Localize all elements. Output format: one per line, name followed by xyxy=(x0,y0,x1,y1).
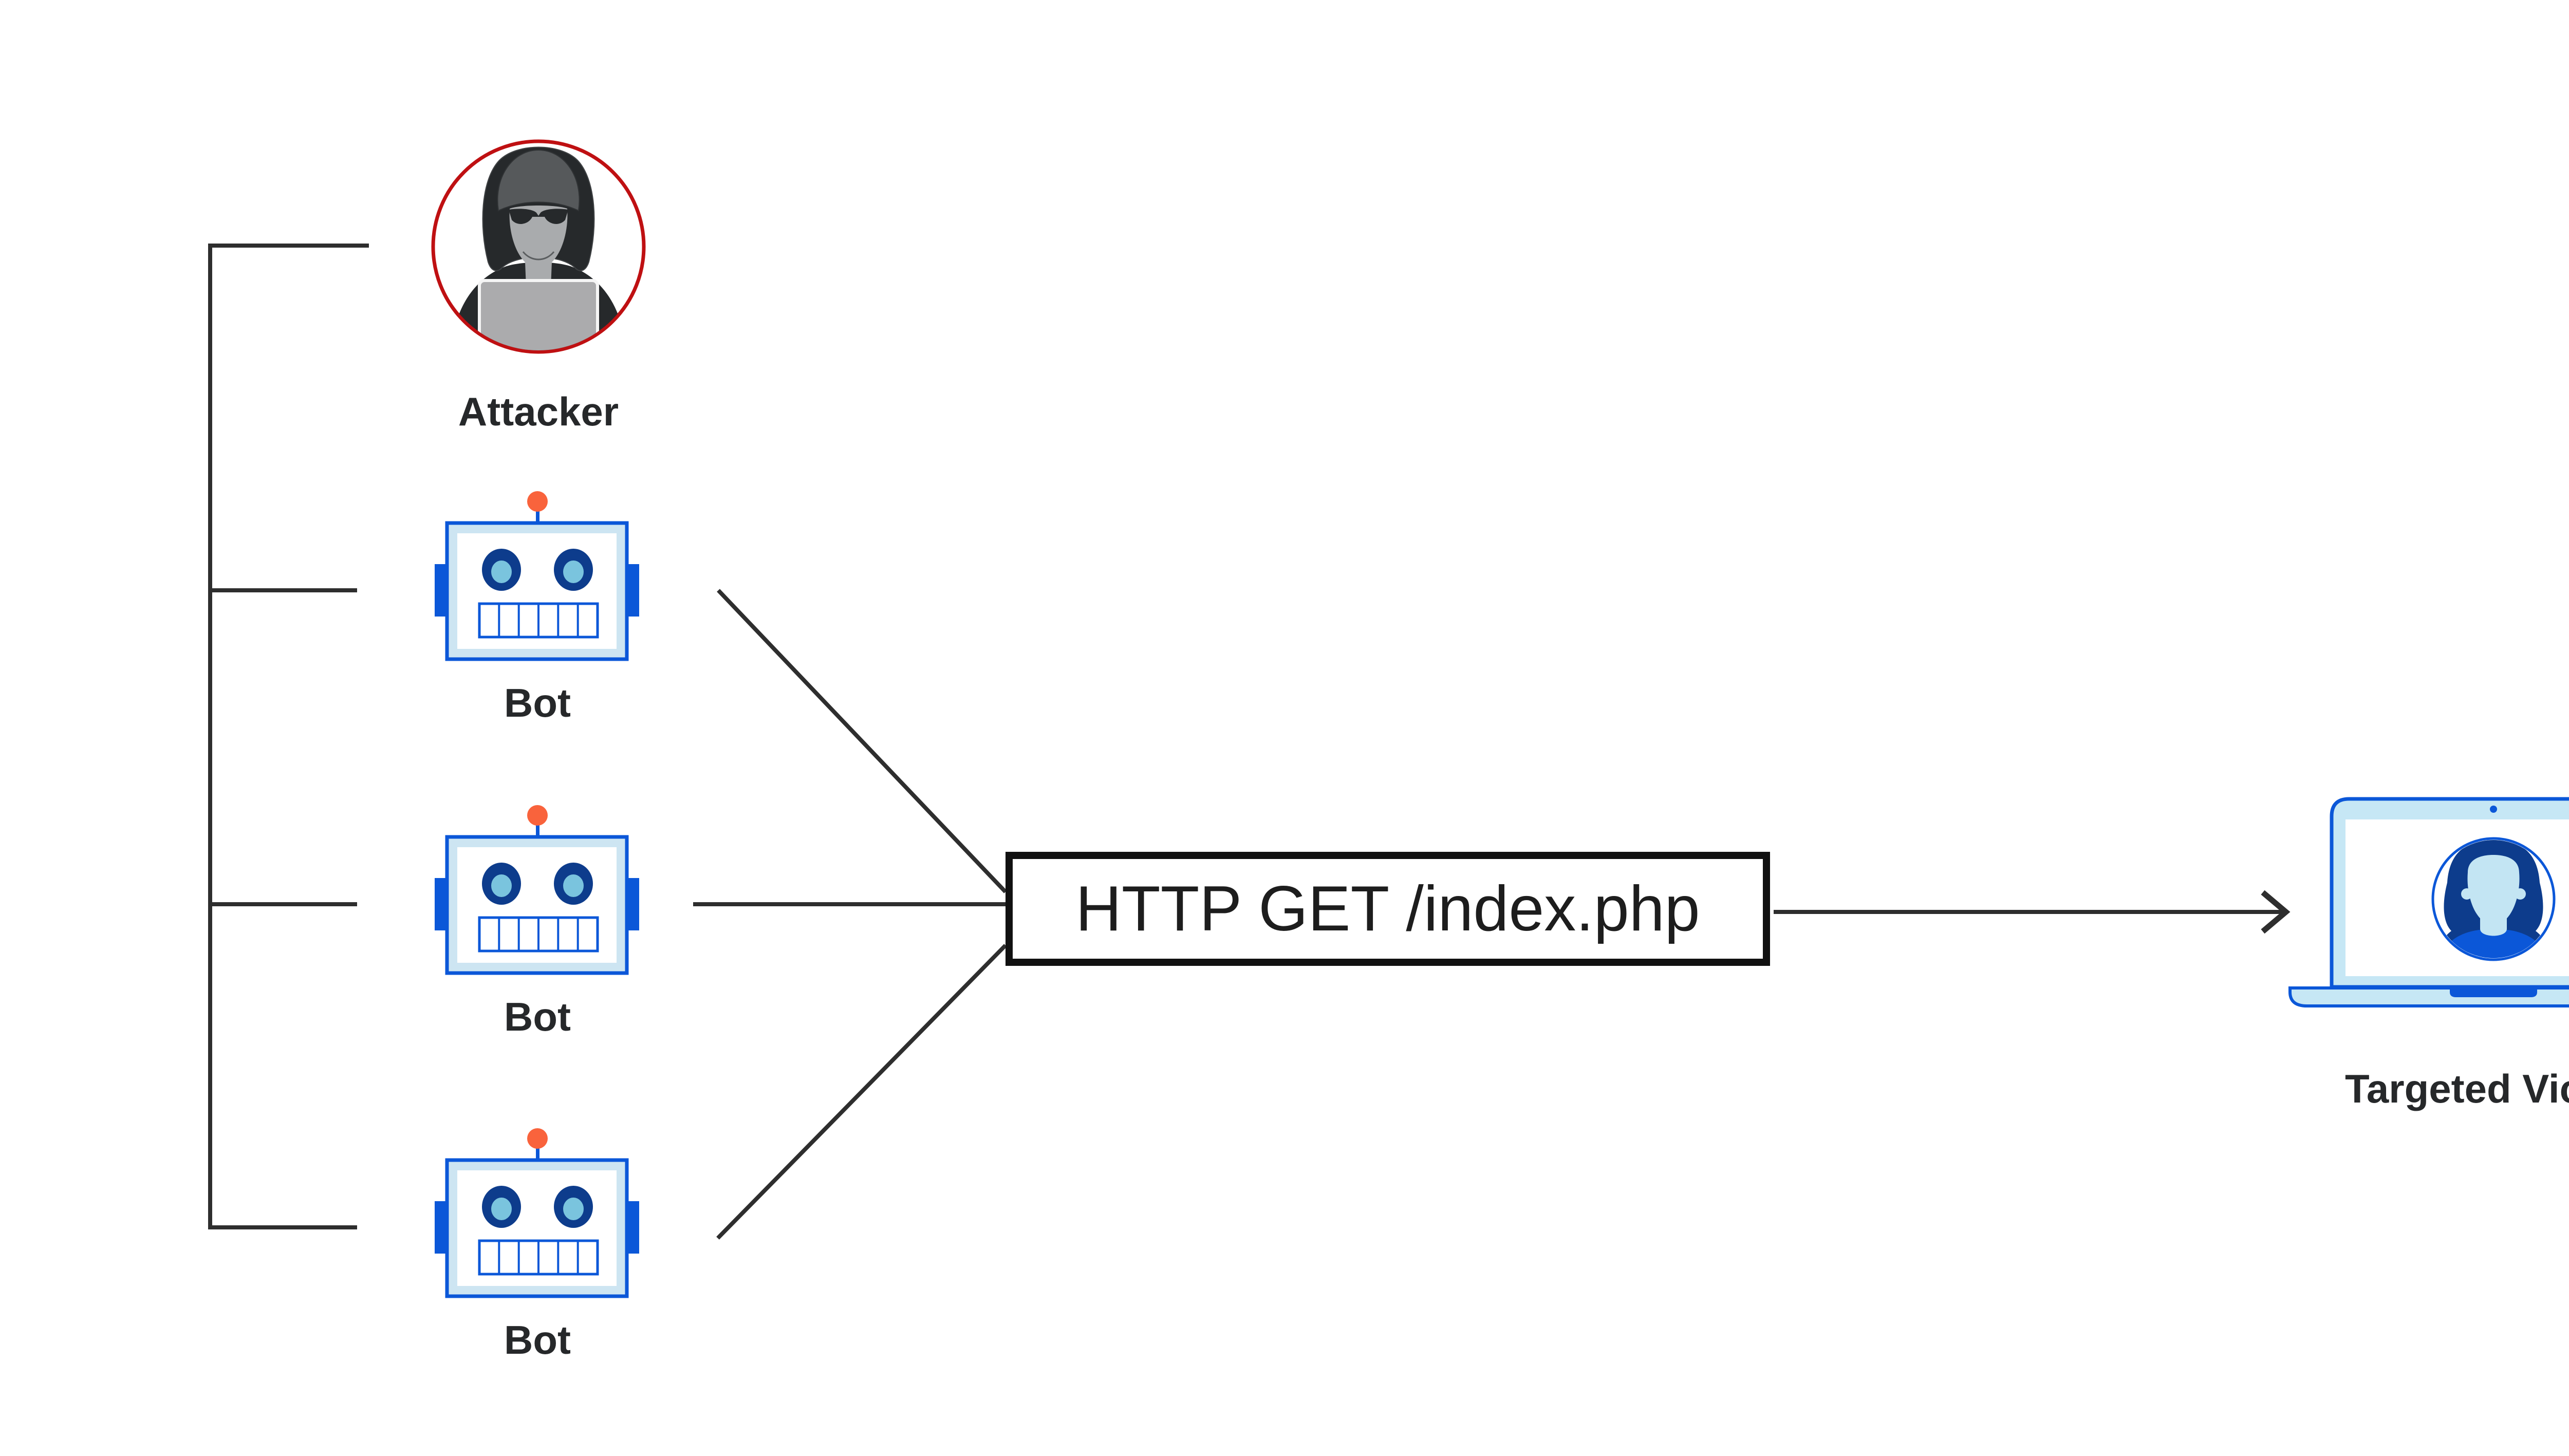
avatar-face xyxy=(2467,855,2520,925)
attacker-sunglasses-icon xyxy=(509,209,568,224)
attacker-label: Attacker xyxy=(458,389,619,434)
bot-icon-3 xyxy=(435,1128,639,1296)
botnet-bracket-line xyxy=(208,244,369,1229)
laptop-hinge-notch xyxy=(2450,988,2537,997)
bot3-label: Bot xyxy=(504,1317,571,1362)
bot-icon-1 xyxy=(435,491,639,659)
arrowhead-icon xyxy=(2261,890,2291,934)
attacker-laptop-icon xyxy=(478,279,599,350)
attacker-icon xyxy=(431,139,646,354)
victim-label: Targeted Victim xyxy=(2345,1066,2569,1111)
attacker-jaw-line xyxy=(522,251,555,260)
connector-bot1-box xyxy=(717,589,1007,893)
victim-avatar-icon xyxy=(2431,837,2556,961)
victim-laptop-icon xyxy=(2288,797,2569,1007)
attacker-hood-top xyxy=(497,149,580,212)
laptop-webcam-dot xyxy=(2490,806,2497,813)
attacker-figure xyxy=(451,146,626,350)
bot1-label: Bot xyxy=(504,680,571,725)
http-request-label: HTTP GET /index.php xyxy=(1075,873,1700,944)
http-request-box: HTTP GET /index.php xyxy=(1006,852,1770,966)
bot-icon-2 xyxy=(435,805,639,973)
avatar-figure xyxy=(2440,840,2547,958)
bot2-label: Bot xyxy=(504,994,571,1039)
connector-bot3-box xyxy=(716,944,1007,1240)
